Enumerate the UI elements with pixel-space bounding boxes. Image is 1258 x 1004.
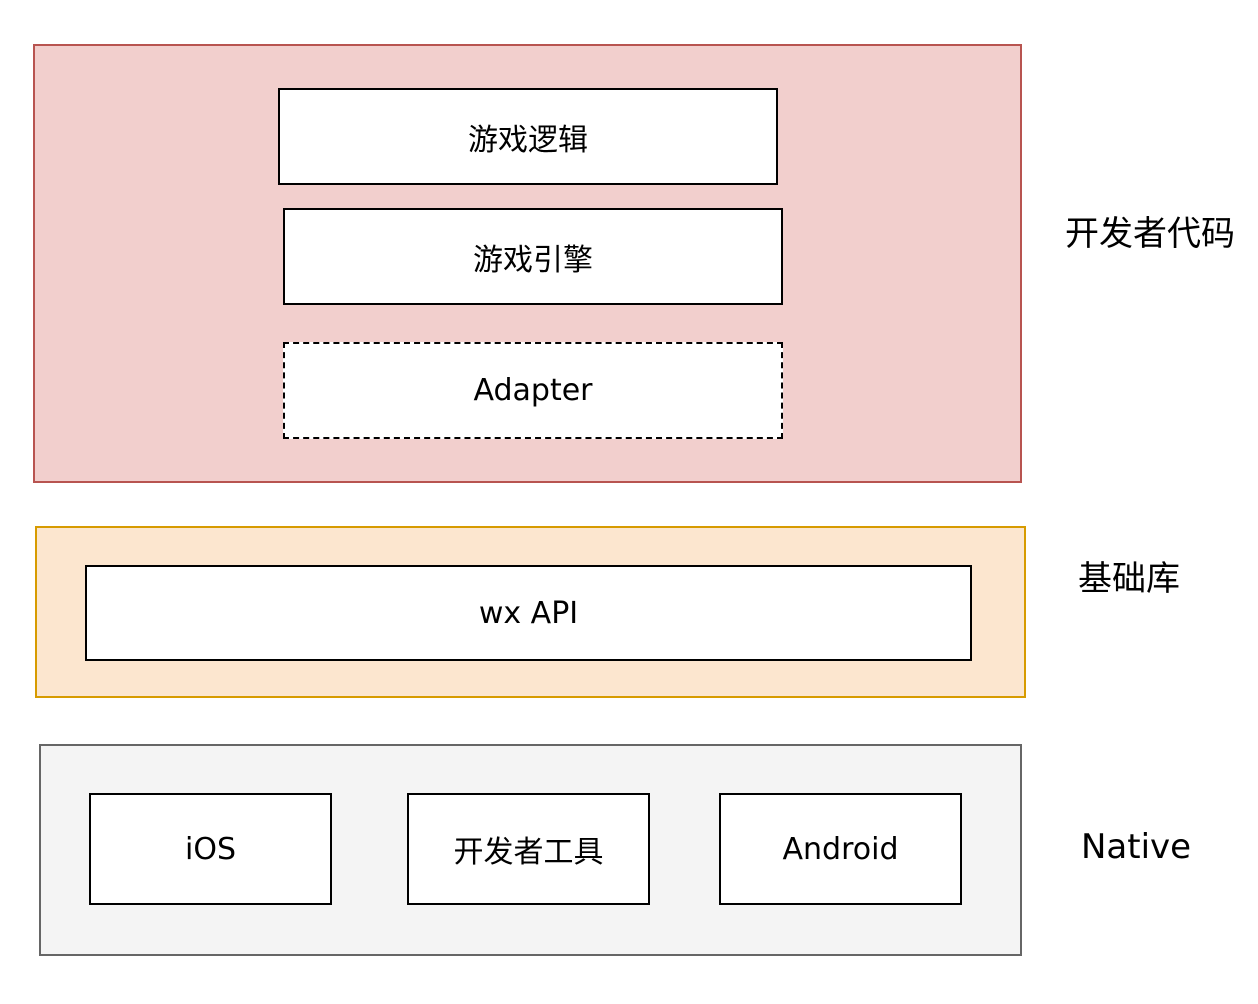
android-box: Android <box>719 793 962 905</box>
base-library-label: 基础库 <box>1078 559 1180 599</box>
native-layer: iOS 开发者工具 Android <box>39 744 1022 956</box>
base-library-layer: wx API <box>35 526 1026 698</box>
native-label: Native <box>1081 827 1192 867</box>
ios-box: iOS <box>89 793 332 905</box>
game-logic-box: 游戏逻辑 <box>278 88 778 185</box>
developer-code-label: 开发者代码 <box>1065 214 1235 254</box>
game-engine-box: 游戏引擎 <box>283 208 783 305</box>
adapter-box: Adapter <box>283 342 783 439</box>
wx-api-box: wx API <box>85 565 972 661</box>
developer-code-layer: 游戏逻辑 游戏引擎 Adapter <box>33 44 1022 483</box>
devtools-box: 开发者工具 <box>407 793 650 905</box>
